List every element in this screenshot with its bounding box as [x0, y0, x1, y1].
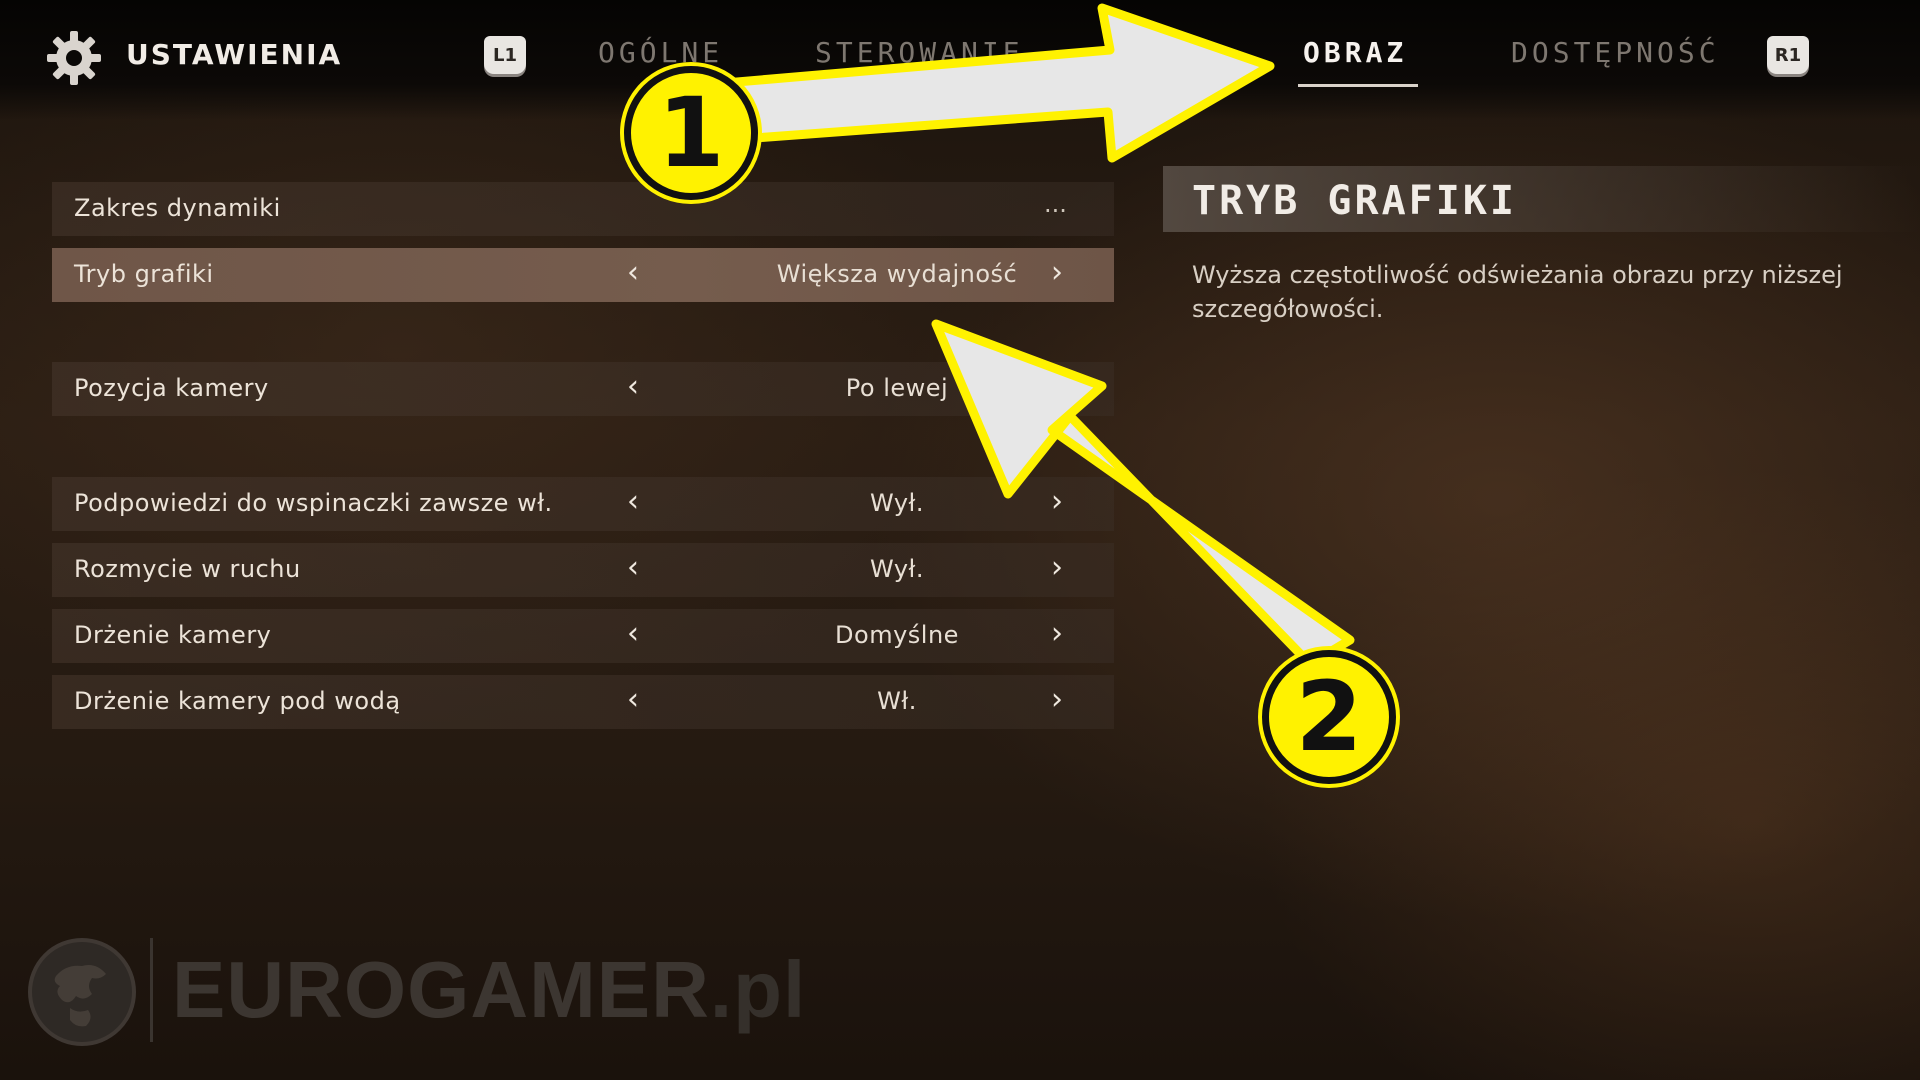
- setting-row-dynamic-range[interactable]: Zakres dynamiki ...: [52, 182, 1114, 236]
- setting-row-camera-shake[interactable]: Drżenie kamery ‹ Domyślne ›: [52, 609, 1114, 663]
- setting-label: Podpowiedzi do wspinaczki zawsze wł.: [74, 489, 553, 517]
- page-title: USTAWIENIA: [126, 38, 343, 71]
- r1-button[interactable]: R1: [1767, 36, 1809, 74]
- setting-value: Po lewej: [845, 374, 949, 402]
- chevron-right-icon[interactable]: ›: [1051, 255, 1063, 290]
- setting-row-climbing-hints[interactable]: Podpowiedzi do wspinaczki zawsze wł. ‹ W…: [52, 477, 1114, 531]
- watermark-tld: .pl: [709, 945, 807, 1034]
- chevron-left-icon[interactable]: ‹: [627, 255, 639, 290]
- setting-label: Zakres dynamiki: [74, 194, 281, 222]
- setting-row-camera-position[interactable]: Pozycja kamery ‹ Po lewej: [52, 362, 1114, 416]
- setting-label: Drżenie kamery pod wodą: [74, 687, 401, 715]
- chevron-right-icon[interactable]: ›: [1051, 616, 1063, 651]
- globe-logo-icon: [28, 938, 136, 1046]
- annotation-marker-2: 2: [1262, 650, 1396, 784]
- setting-row-underwater-camera-shake[interactable]: Drżenie kamery pod wodą ‹ Wł. ›: [52, 675, 1114, 729]
- info-title: TRYB GRAFIKI: [1192, 178, 1517, 224]
- setting-value: Wł.: [877, 687, 917, 715]
- setting-value: Większa wydajność: [776, 260, 1018, 288]
- top-bar: USTAWIENIA L1 OGÓLNE STEROWANIE OBRAZ DO…: [0, 0, 1920, 120]
- chevron-left-icon[interactable]: ‹: [627, 616, 639, 651]
- logo-divider: [150, 938, 153, 1042]
- chevron-right-icon[interactable]: ›: [1051, 550, 1063, 585]
- chevron-left-icon[interactable]: ‹: [627, 550, 639, 585]
- l1-button[interactable]: L1: [484, 36, 526, 74]
- setting-label: Rozmycie w ruchu: [74, 555, 301, 583]
- gear-icon: [47, 31, 101, 85]
- setting-row-motion-blur[interactable]: Rozmycie w ruchu ‹ Wył. ›: [52, 543, 1114, 597]
- watermark-logo: EUROGAMER.pl: [172, 944, 806, 1036]
- tab-general[interactable]: OGÓLNE: [598, 36, 724, 69]
- setting-label: Pozycja kamery: [74, 374, 269, 402]
- setting-value: Wył.: [870, 489, 924, 517]
- tab-display[interactable]: OBRAZ: [1303, 36, 1408, 69]
- setting-row-graphics-mode[interactable]: Tryb grafiki ‹ Większa wydajność ›: [52, 248, 1114, 302]
- active-tab-indicator: [1298, 84, 1418, 87]
- chevron-left-icon[interactable]: ‹: [627, 484, 639, 519]
- setting-value: Wył.: [870, 555, 924, 583]
- annotation-marker-1: 1: [624, 66, 758, 200]
- more-indicator: ...: [1044, 190, 1067, 218]
- chevron-right-icon[interactable]: ›: [1051, 484, 1063, 519]
- watermark-brand: EUROGAMER: [172, 945, 710, 1034]
- setting-label: Drżenie kamery: [74, 621, 272, 649]
- tab-controls[interactable]: STEROWANIE: [815, 36, 1024, 69]
- setting-value: Domyślne: [835, 621, 959, 649]
- setting-label: Tryb grafiki: [74, 260, 214, 288]
- info-header: [1163, 166, 1920, 232]
- info-description: Wyższa częstotliwość odświeżania obrazu …: [1192, 261, 1843, 323]
- chevron-left-icon[interactable]: ‹: [627, 682, 639, 717]
- tab-accessibility[interactable]: DOSTĘPNOŚĆ: [1511, 36, 1720, 69]
- chevron-right-icon[interactable]: ›: [1051, 682, 1063, 717]
- chevron-left-icon[interactable]: ‹: [627, 369, 639, 404]
